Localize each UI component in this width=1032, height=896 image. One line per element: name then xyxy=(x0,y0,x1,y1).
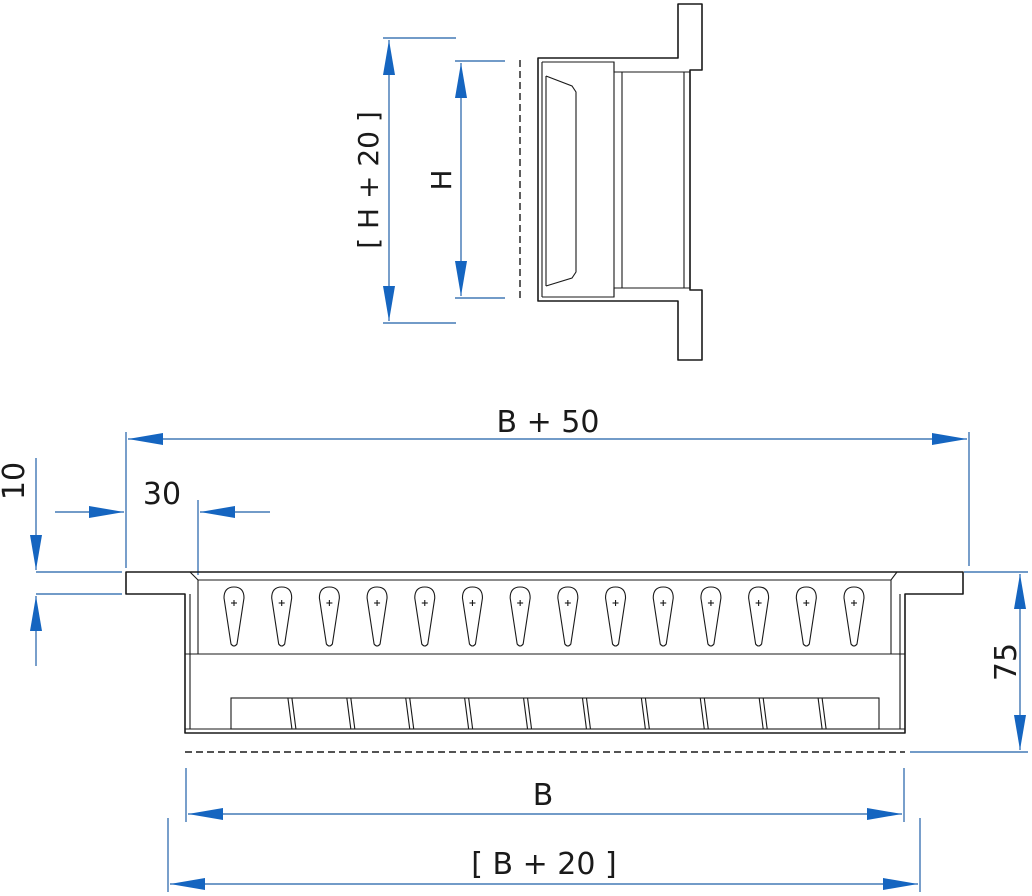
grate-divider xyxy=(817,697,823,730)
grate-divider xyxy=(409,697,415,730)
slot xyxy=(509,586,531,647)
slot xyxy=(271,586,293,647)
label-h: H xyxy=(425,169,458,190)
side-view: [ H + 20 ] H xyxy=(352,3,703,361)
grate-divider xyxy=(522,697,529,730)
grate-divider xyxy=(468,697,474,730)
grate-divider xyxy=(640,697,646,730)
grate-divider xyxy=(699,697,705,730)
front-profile xyxy=(125,571,964,734)
dim-b: B xyxy=(185,768,905,822)
dim-75: 75 xyxy=(910,571,1028,753)
front-view: B + 50 30 10 75 xyxy=(0,405,1028,892)
grate-divider xyxy=(821,697,827,730)
dim-b-plus-20: [ B + 20 ] xyxy=(167,818,921,892)
slot xyxy=(748,586,770,647)
dim-h-plus-20: [ H + 20 ] xyxy=(352,37,456,324)
slot xyxy=(366,586,388,647)
dim-30: 30 xyxy=(55,477,270,575)
grate-frame xyxy=(230,697,880,730)
slot xyxy=(318,586,340,647)
slot xyxy=(223,586,245,647)
slot-row xyxy=(223,586,865,647)
label-30: 30 xyxy=(143,477,181,512)
grate-divider xyxy=(464,697,470,730)
grate-divider xyxy=(526,697,533,730)
dim-b-plus-50: B + 50 xyxy=(125,405,970,568)
grate-row xyxy=(230,697,880,730)
slot xyxy=(604,586,627,647)
label-b-plus-20: [ B + 20 ] xyxy=(471,847,616,882)
dim-10: 10 xyxy=(0,458,122,666)
slot xyxy=(557,586,579,647)
label-h-plus-20: [ H + 20 ] xyxy=(352,111,385,249)
grate-divider xyxy=(405,697,411,730)
slot xyxy=(652,586,674,647)
label-b: B xyxy=(533,778,554,813)
slot xyxy=(843,586,865,647)
label-10: 10 xyxy=(0,462,32,500)
grate-divider xyxy=(762,697,768,730)
grate-divider xyxy=(758,697,764,730)
dim-h: H xyxy=(425,60,505,299)
side-profile xyxy=(537,3,703,361)
label-75: 75 xyxy=(989,643,1024,681)
grate-divider xyxy=(350,697,356,730)
grate-divider xyxy=(287,697,293,730)
grate-divider xyxy=(703,697,709,730)
grate-divider xyxy=(291,697,297,730)
grate-divider xyxy=(644,697,650,730)
slot xyxy=(700,586,722,647)
slot xyxy=(795,586,817,647)
slot xyxy=(461,586,484,647)
grate-divider xyxy=(585,697,592,730)
grate-divider xyxy=(346,697,352,730)
grate-divider xyxy=(581,697,588,730)
label-b-plus-50: B + 50 xyxy=(497,405,600,440)
slot xyxy=(414,586,436,647)
